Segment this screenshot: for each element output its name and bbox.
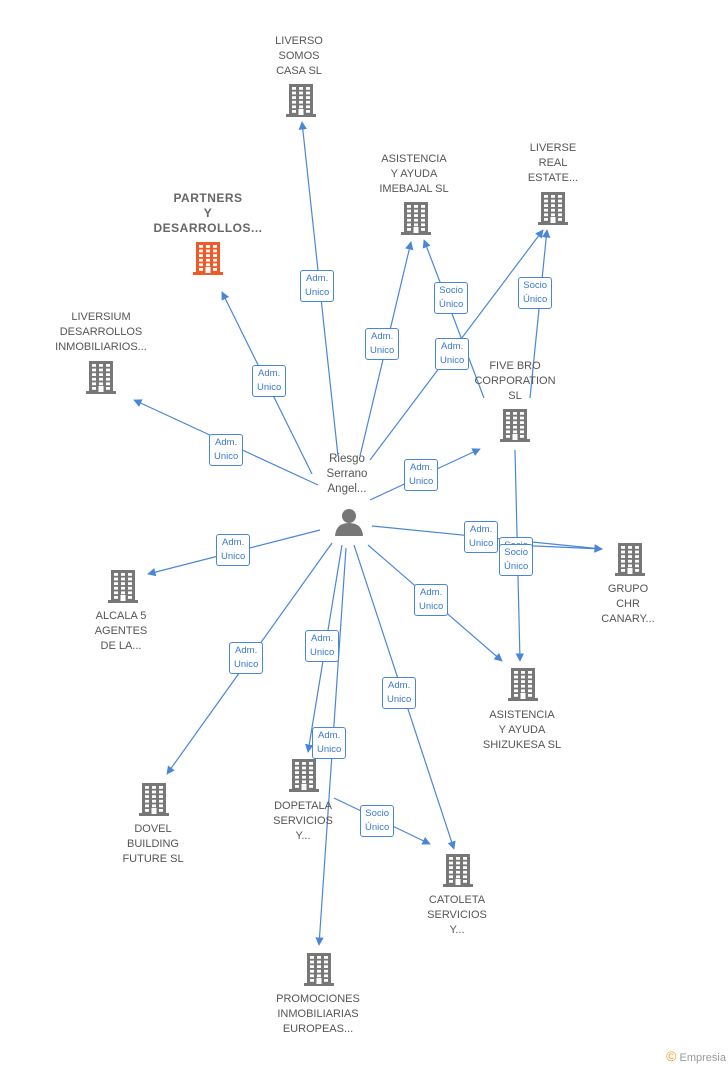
edge-label-center-to-liversium[interactable]: Adm. Unico xyxy=(209,434,244,466)
edge-label-center-to-grupo-chr[interactable]: Adm. Unico xyxy=(464,521,499,553)
edge-label-center-to-dovel[interactable]: Adm. Unico xyxy=(229,642,264,674)
edge-label-center-to-promociones[interactable]: Adm. Unico xyxy=(312,727,347,759)
edge-label-center-to-liverso[interactable]: Adm. Unico xyxy=(300,270,335,302)
building-icon-partners[interactable] xyxy=(193,242,223,275)
building-icon-alcala[interactable] xyxy=(108,570,138,603)
edge-label-center-to-asistencia-shizukesa[interactable]: Adm. Unico xyxy=(414,584,449,616)
company-label-asistencia-imebajal[interactable]: ASISTENCIA Y AYUDA IMEBAJAL SL xyxy=(379,153,449,195)
brand-name: Empresia xyxy=(679,1052,726,1064)
building-icon-asistencia-imebajal[interactable] xyxy=(401,202,431,235)
edge-fivebro-to-asistencia-imebajal xyxy=(422,239,485,399)
building-icon-promociones[interactable] xyxy=(304,953,334,986)
person-icon[interactable] xyxy=(335,509,363,536)
company-label-partners[interactable]: PARTNERS Y DESARROLLOS... xyxy=(153,191,263,235)
edge-label-center-to-dopetala[interactable]: Adm. Unico xyxy=(305,630,340,662)
edge-label-fivebro-to-asistencia-imebajal[interactable]: Socio Único xyxy=(434,282,469,314)
edge-label-center-to-fivebro[interactable]: Adm. Unico xyxy=(404,459,439,491)
building-icon-dovel[interactable] xyxy=(139,783,169,816)
company-label-liverso[interactable]: LIVERSO SOMOS CASA SL xyxy=(275,35,323,77)
company-label-dovel[interactable]: DOVEL BUILDING FUTURE SL xyxy=(122,823,184,865)
company-label-promociones[interactable]: PROMOCIONES INMOBILIARIAS EUROPEAS... xyxy=(276,993,360,1035)
copyright-icon: © xyxy=(666,1048,677,1064)
company-label-liversium[interactable]: LIVERSIUM DESARROLLOS INMOBILIARIOS... xyxy=(55,311,147,353)
building-icon-liverse[interactable] xyxy=(538,192,568,225)
company-label-grupo-chr[interactable]: GRUPO CHR CANARY... xyxy=(601,583,655,625)
building-icon-fivebro[interactable] xyxy=(500,409,530,442)
building-icon-asistencia-shizukesa[interactable] xyxy=(508,668,538,701)
person-name-label[interactable]: Riesgo Serrano Angel... xyxy=(326,453,368,495)
company-label-alcala[interactable]: ALCALA 5 AGENTES DE LA... xyxy=(94,610,148,652)
edge-label-center-to-liverse[interactable]: Adm. Unico xyxy=(435,338,470,370)
building-icon-catoleta[interactable] xyxy=(443,854,473,887)
company-label-dopetala[interactable]: DOPETALA SERVICIOS Y... xyxy=(273,800,333,842)
edge-label-dopetala-to-catoleta[interactable]: Socio Único xyxy=(360,805,395,837)
company-label-liverse[interactable]: LIVERSE REAL ESTATE... xyxy=(527,142,579,184)
empresia-brand: © Empresia xyxy=(666,1048,726,1064)
company-label-fivebro[interactable]: FIVE BRO CORPORATION SL xyxy=(474,360,556,402)
building-icon-liversium[interactable] xyxy=(86,361,116,394)
edge-fivebro-to-liverse xyxy=(529,229,551,399)
building-icon-liverso[interactable] xyxy=(286,84,316,117)
building-icon-dopetala[interactable] xyxy=(289,759,319,792)
building-icon-grupo-chr[interactable] xyxy=(615,543,645,576)
company-label-catoleta[interactable]: CATOLETA SERVICIOS Y... xyxy=(427,894,487,936)
edge-label-center-to-asistencia-imebajal[interactable]: Adm. Unico xyxy=(365,328,400,360)
edge-label-center-to-partners[interactable]: Adm. Unico xyxy=(252,365,287,397)
edge-label-center-to-alcala[interactable]: Adm. Unico xyxy=(216,534,251,566)
edge-label-fivebro-to-asistencia-shizukesa[interactable]: Socio Único xyxy=(499,544,534,576)
edge-label-fivebro-to-liverse[interactable]: Socio Único xyxy=(518,277,553,309)
edge-label-center-to-catoleta[interactable]: Adm. Unico xyxy=(382,677,417,709)
company-label-asistencia-shizukesa[interactable]: ASISTENCIA Y AYUDA SHIZUKESA SL xyxy=(482,709,562,751)
